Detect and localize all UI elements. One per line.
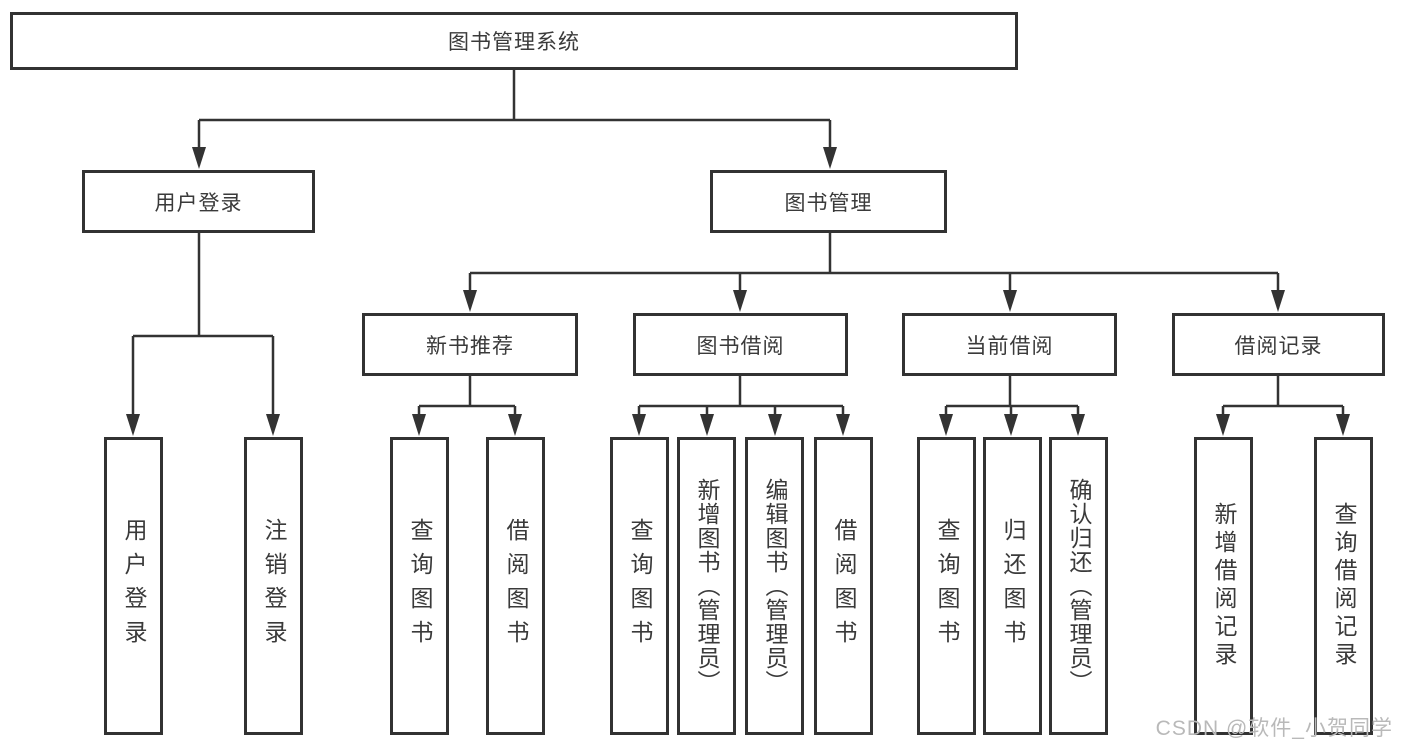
leaf-confirm-return-admin-label: 确认归还（管理员）: [1066, 478, 1092, 694]
leaf-newbook-borrow-book: 借阅图书: [486, 437, 545, 735]
node-root: 图书管理系统: [10, 12, 1018, 70]
leaf-return-book: 归还图书: [983, 437, 1042, 735]
leaf-add-borrow-record-label: 新增借阅记录: [1211, 502, 1237, 670]
leaf-add-borrow-record: 新增借阅记录: [1194, 437, 1253, 735]
leaf-borrow-query-book-label: 查询图书: [627, 518, 653, 654]
arrowheads: [126, 147, 1350, 436]
node-book-borrow: 图书借阅: [633, 313, 848, 376]
leaf-query-borrow-record-label: 查询借阅记录: [1331, 502, 1357, 670]
leaf-borrow-book: 借阅图书: [814, 437, 873, 735]
node-borrow-record: 借阅记录: [1172, 313, 1385, 376]
leaf-newbook-query-book: 查询图书: [390, 437, 449, 735]
node-current-borrow: 当前借阅: [902, 313, 1117, 376]
leaf-logout: 注销登录: [244, 437, 303, 735]
node-new-book-recommend-label: 新书推荐: [426, 334, 514, 358]
leaf-return-book-label: 归还图书: [1000, 518, 1026, 654]
node-book-management: 图书管理: [710, 170, 947, 233]
csdn-watermark: CSDN @软件_小贺同学: [1155, 717, 1393, 740]
node-current-borrow-label: 当前借阅: [965, 334, 1054, 358]
leaf-add-book-admin: 新增图书（管理员）: [677, 437, 736, 735]
leaf-edit-book-admin-label: 编辑图书（管理员）: [762, 478, 788, 694]
node-borrow-record-label: 借阅记录: [1234, 334, 1323, 358]
leaf-newbook-borrow-book-label: 借阅图书: [503, 518, 529, 654]
node-user-login: 用户登录: [82, 170, 315, 233]
leaf-borrow-query-book: 查询图书: [610, 437, 669, 735]
leaf-borrow-book-label: 借阅图书: [831, 518, 857, 654]
node-user-login-label: 用户登录: [154, 191, 243, 215]
node-root-label: 图书管理系统: [448, 31, 580, 54]
leaf-query-borrow-record: 查询借阅记录: [1314, 437, 1373, 735]
leaf-user-login: 用户登录: [104, 437, 163, 735]
leaf-edit-book-admin: 编辑图书（管理员）: [745, 437, 804, 735]
leaf-logout-label: 注销登录: [261, 518, 287, 654]
node-book-management-label: 图书管理: [784, 191, 873, 215]
leaf-current-query-book-label: 查询图书: [934, 518, 960, 654]
leaf-newbook-query-book-label: 查询图书: [407, 518, 433, 654]
node-book-borrow-label: 图书借阅: [696, 334, 785, 358]
leaf-add-book-admin-label: 新增图书（管理员）: [694, 478, 720, 694]
leaf-confirm-return-admin: 确认归还（管理员）: [1049, 437, 1108, 735]
node-new-book-recommend: 新书推荐: [362, 313, 578, 376]
leaf-current-query-book: 查询图书: [917, 437, 976, 735]
leaf-user-login-label: 用户登录: [121, 518, 147, 654]
